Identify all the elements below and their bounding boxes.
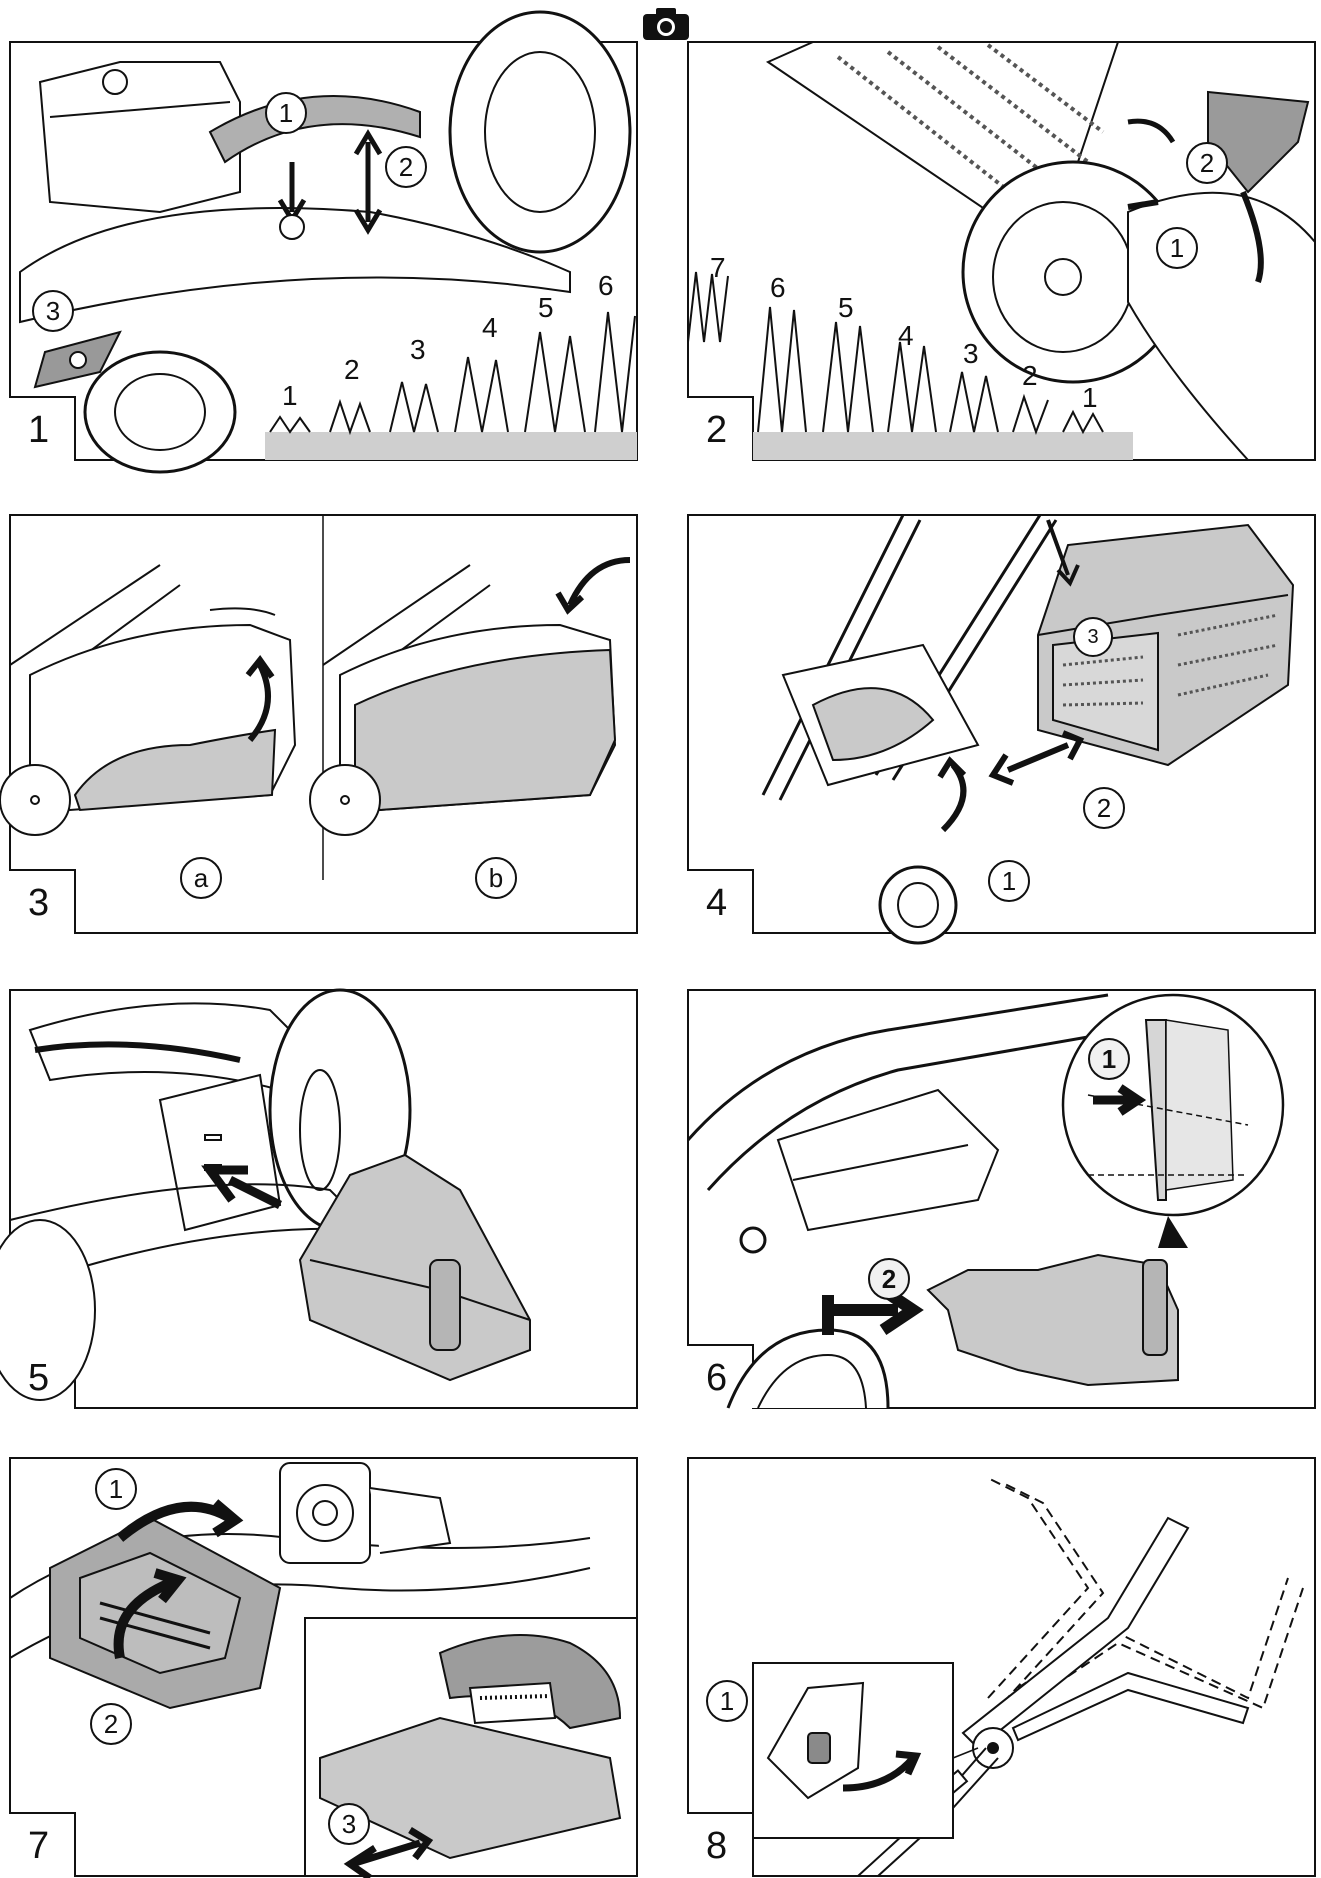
- grass-level-label: 5: [538, 292, 554, 323]
- callout-3: 3: [32, 290, 74, 332]
- grass-level-label: 7: [710, 252, 726, 283]
- panel-number: 3: [28, 882, 50, 924]
- figure-panel-4: 3 2 1 4: [687, 514, 1316, 945]
- callout-1: 1: [95, 1468, 137, 1510]
- grass-level-label: 3: [963, 338, 979, 369]
- panel-number: 8: [706, 1825, 728, 1867]
- grass-level-label: 6: [770, 272, 786, 303]
- panel-number: 5: [28, 1357, 50, 1399]
- callout-1: 1: [265, 92, 307, 134]
- callout-1: 1: [706, 1680, 748, 1722]
- callout-a: a: [180, 857, 222, 899]
- grass-level-label: 2: [344, 354, 360, 385]
- figure-panel-3: a b 3: [0, 514, 638, 934]
- grass-level-label: 6: [598, 270, 614, 301]
- callout-1: 1: [1156, 227, 1198, 269]
- figure-panel-2: 2 1 7 6 5 4 3 2 1 2: [687, 41, 1316, 461]
- panel-number: 4: [706, 882, 728, 924]
- callout-2: 2: [90, 1703, 132, 1745]
- grass-level-label: 4: [482, 312, 498, 343]
- figure-panel-1: 1 2 3 1 2 3 4 5 6 1: [9, 10, 638, 474]
- callout-b: b: [475, 857, 517, 899]
- callout-3: 3: [1073, 617, 1113, 657]
- figure-panel-8: 1 8: [687, 1457, 1316, 1877]
- panel-number: 6: [706, 1357, 728, 1399]
- panel-number: 2: [706, 409, 728, 451]
- callout-1: 1: [988, 860, 1030, 902]
- figure-panel-7: 1 2 3 7: [9, 1457, 638, 1878]
- figure-panel-5: 5: [0, 988, 638, 1409]
- grass-level-label: 3: [410, 334, 426, 365]
- callout-2: 2: [1083, 787, 1125, 829]
- grass-level-label: 1: [282, 380, 298, 411]
- grass-level-label: 5: [838, 292, 854, 323]
- grass-level-label: 4: [898, 320, 914, 351]
- callout-2: 2: [868, 1258, 910, 1300]
- callout-1: 1: [1088, 1038, 1130, 1080]
- grass-level-label: 1: [1082, 382, 1098, 413]
- figure-panel-6: 1 2 6: [686, 989, 1316, 1409]
- panel-number: 1: [28, 409, 50, 451]
- panel-number: 7: [28, 1825, 50, 1867]
- grass-level-label: 2: [1022, 360, 1038, 391]
- callout-2: 2: [385, 146, 427, 188]
- callout-3: 3: [328, 1803, 370, 1845]
- camera-icon: [643, 8, 689, 40]
- callout-2: 2: [1186, 142, 1228, 184]
